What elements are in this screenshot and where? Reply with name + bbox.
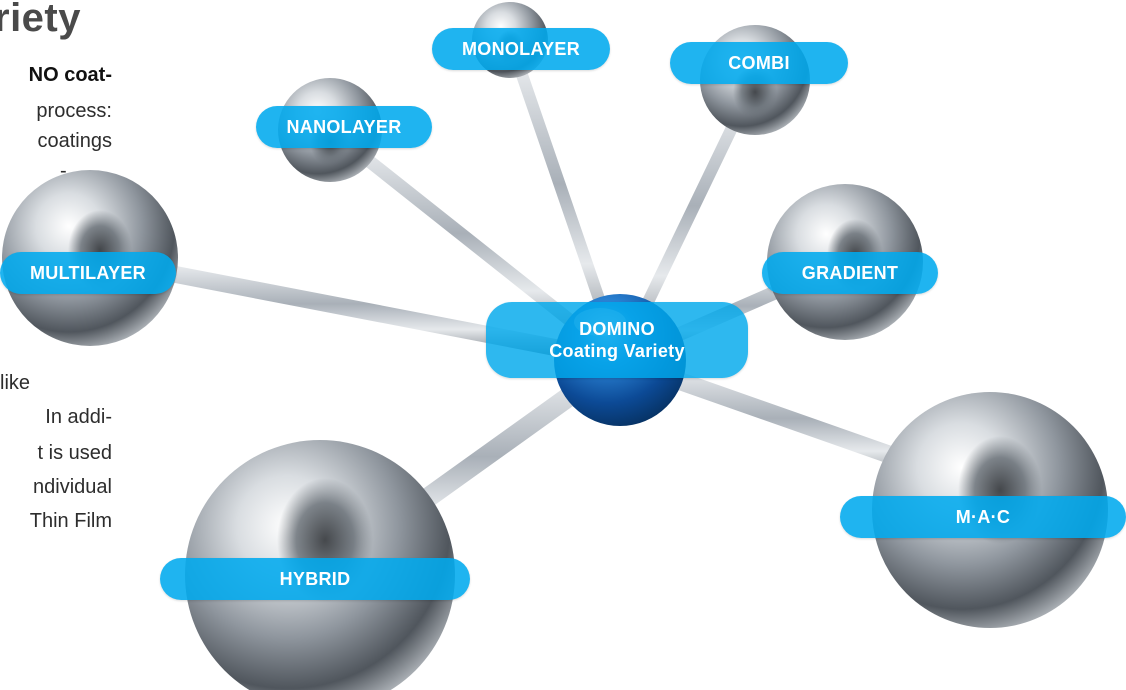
label-gradient: GRADIENT [762,252,938,294]
section-heading: riety [0,0,81,40]
label-multilayer: MULTILAYER [0,252,176,294]
hub-title: DOMINO [579,319,655,339]
label-monolayer: MONOLAYER [432,28,610,70]
text-line-4: - [60,160,67,182]
text-line-5: like [0,372,31,394]
text-line-6: In addi- [45,406,112,428]
text-line-8: ndividual [33,476,112,498]
label-mac: M·A·C [840,496,1126,538]
hub-label: DOMINO Coating Variety [486,302,748,378]
text-line-7: t is used [37,442,112,464]
text-line-3: coatings [37,130,113,152]
label-nanolayer: NANOLAYER [256,106,432,148]
text-line-9: Thin Film [29,510,112,532]
hub-subtitle: Coating Variety [549,341,685,361]
text-line-2: process: [36,100,112,122]
label-combi: COMBI [670,42,848,84]
label-hybrid: HYBRID [160,558,470,600]
text-line-1: NO coat- [28,64,112,86]
